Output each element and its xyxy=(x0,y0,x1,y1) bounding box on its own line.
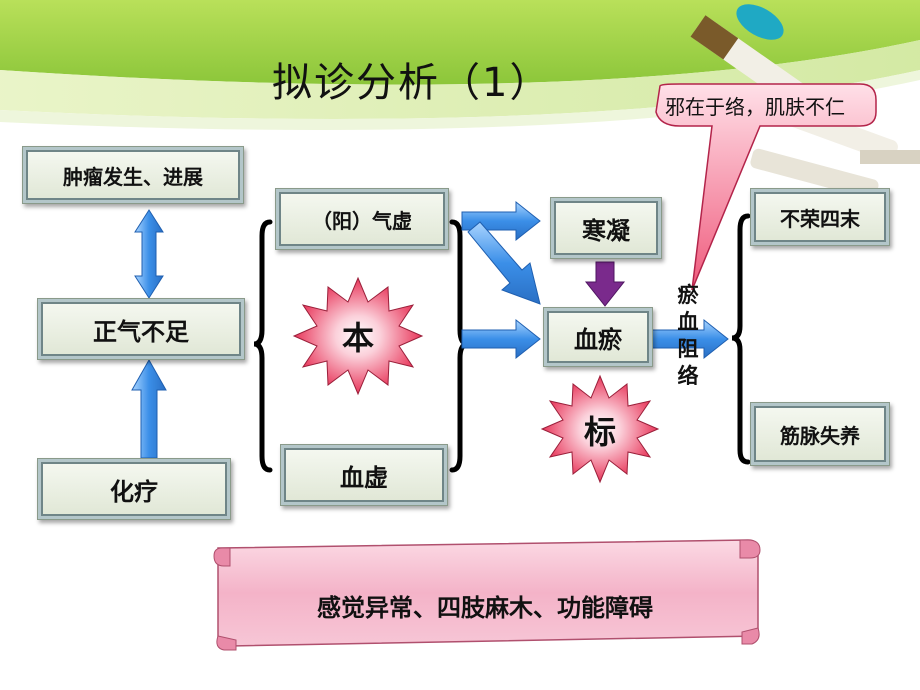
chemotherapy-box: 化疗 xyxy=(37,458,231,520)
blood-stasis-box: 血瘀 xyxy=(543,307,653,367)
left-bracket xyxy=(253,219,273,473)
right-arrow-icon xyxy=(461,318,541,360)
vertical-char: 阻 xyxy=(677,337,699,361)
star-burst-root xyxy=(292,276,424,396)
qi-deficiency-box: 正气不足 xyxy=(37,298,245,360)
down-arrow-icon xyxy=(584,261,626,307)
branch-label: 标 xyxy=(583,413,616,451)
limbs-box: 不荣四末 xyxy=(750,188,890,246)
right-bracket xyxy=(731,213,751,465)
tendons-box: 筋脉失养 xyxy=(750,402,890,466)
root-label: 本 xyxy=(341,319,374,357)
up-arrow-icon xyxy=(131,358,167,459)
right-arrow-icon xyxy=(651,318,729,360)
double-arrow-icon xyxy=(134,209,164,299)
vertical-char: 血 xyxy=(677,310,699,334)
cold-coagulation-box: 寒凝 xyxy=(550,197,662,259)
callout-text: 邪在于络，肌肤不仁 xyxy=(665,94,845,119)
vertical-char: 络 xyxy=(677,364,699,388)
scroll-banner xyxy=(213,539,761,651)
yang-qi-deficiency-box: （阳）气虚 xyxy=(275,188,449,250)
vertical-char: 瘀 xyxy=(677,283,699,307)
star-burst-branch xyxy=(540,374,660,484)
tumor-box: 肿瘤发生、进展 xyxy=(22,146,244,204)
page-title: 拟诊分析（1） xyxy=(272,60,552,106)
diagonal-arrow-icon xyxy=(467,221,541,305)
blood-deficiency-box: 血虚 xyxy=(280,444,448,506)
scroll-text: 感觉异常、四肢麻木、功能障碍 xyxy=(317,593,653,622)
vertical-label: 瘀 血 阻 络 xyxy=(672,282,704,390)
